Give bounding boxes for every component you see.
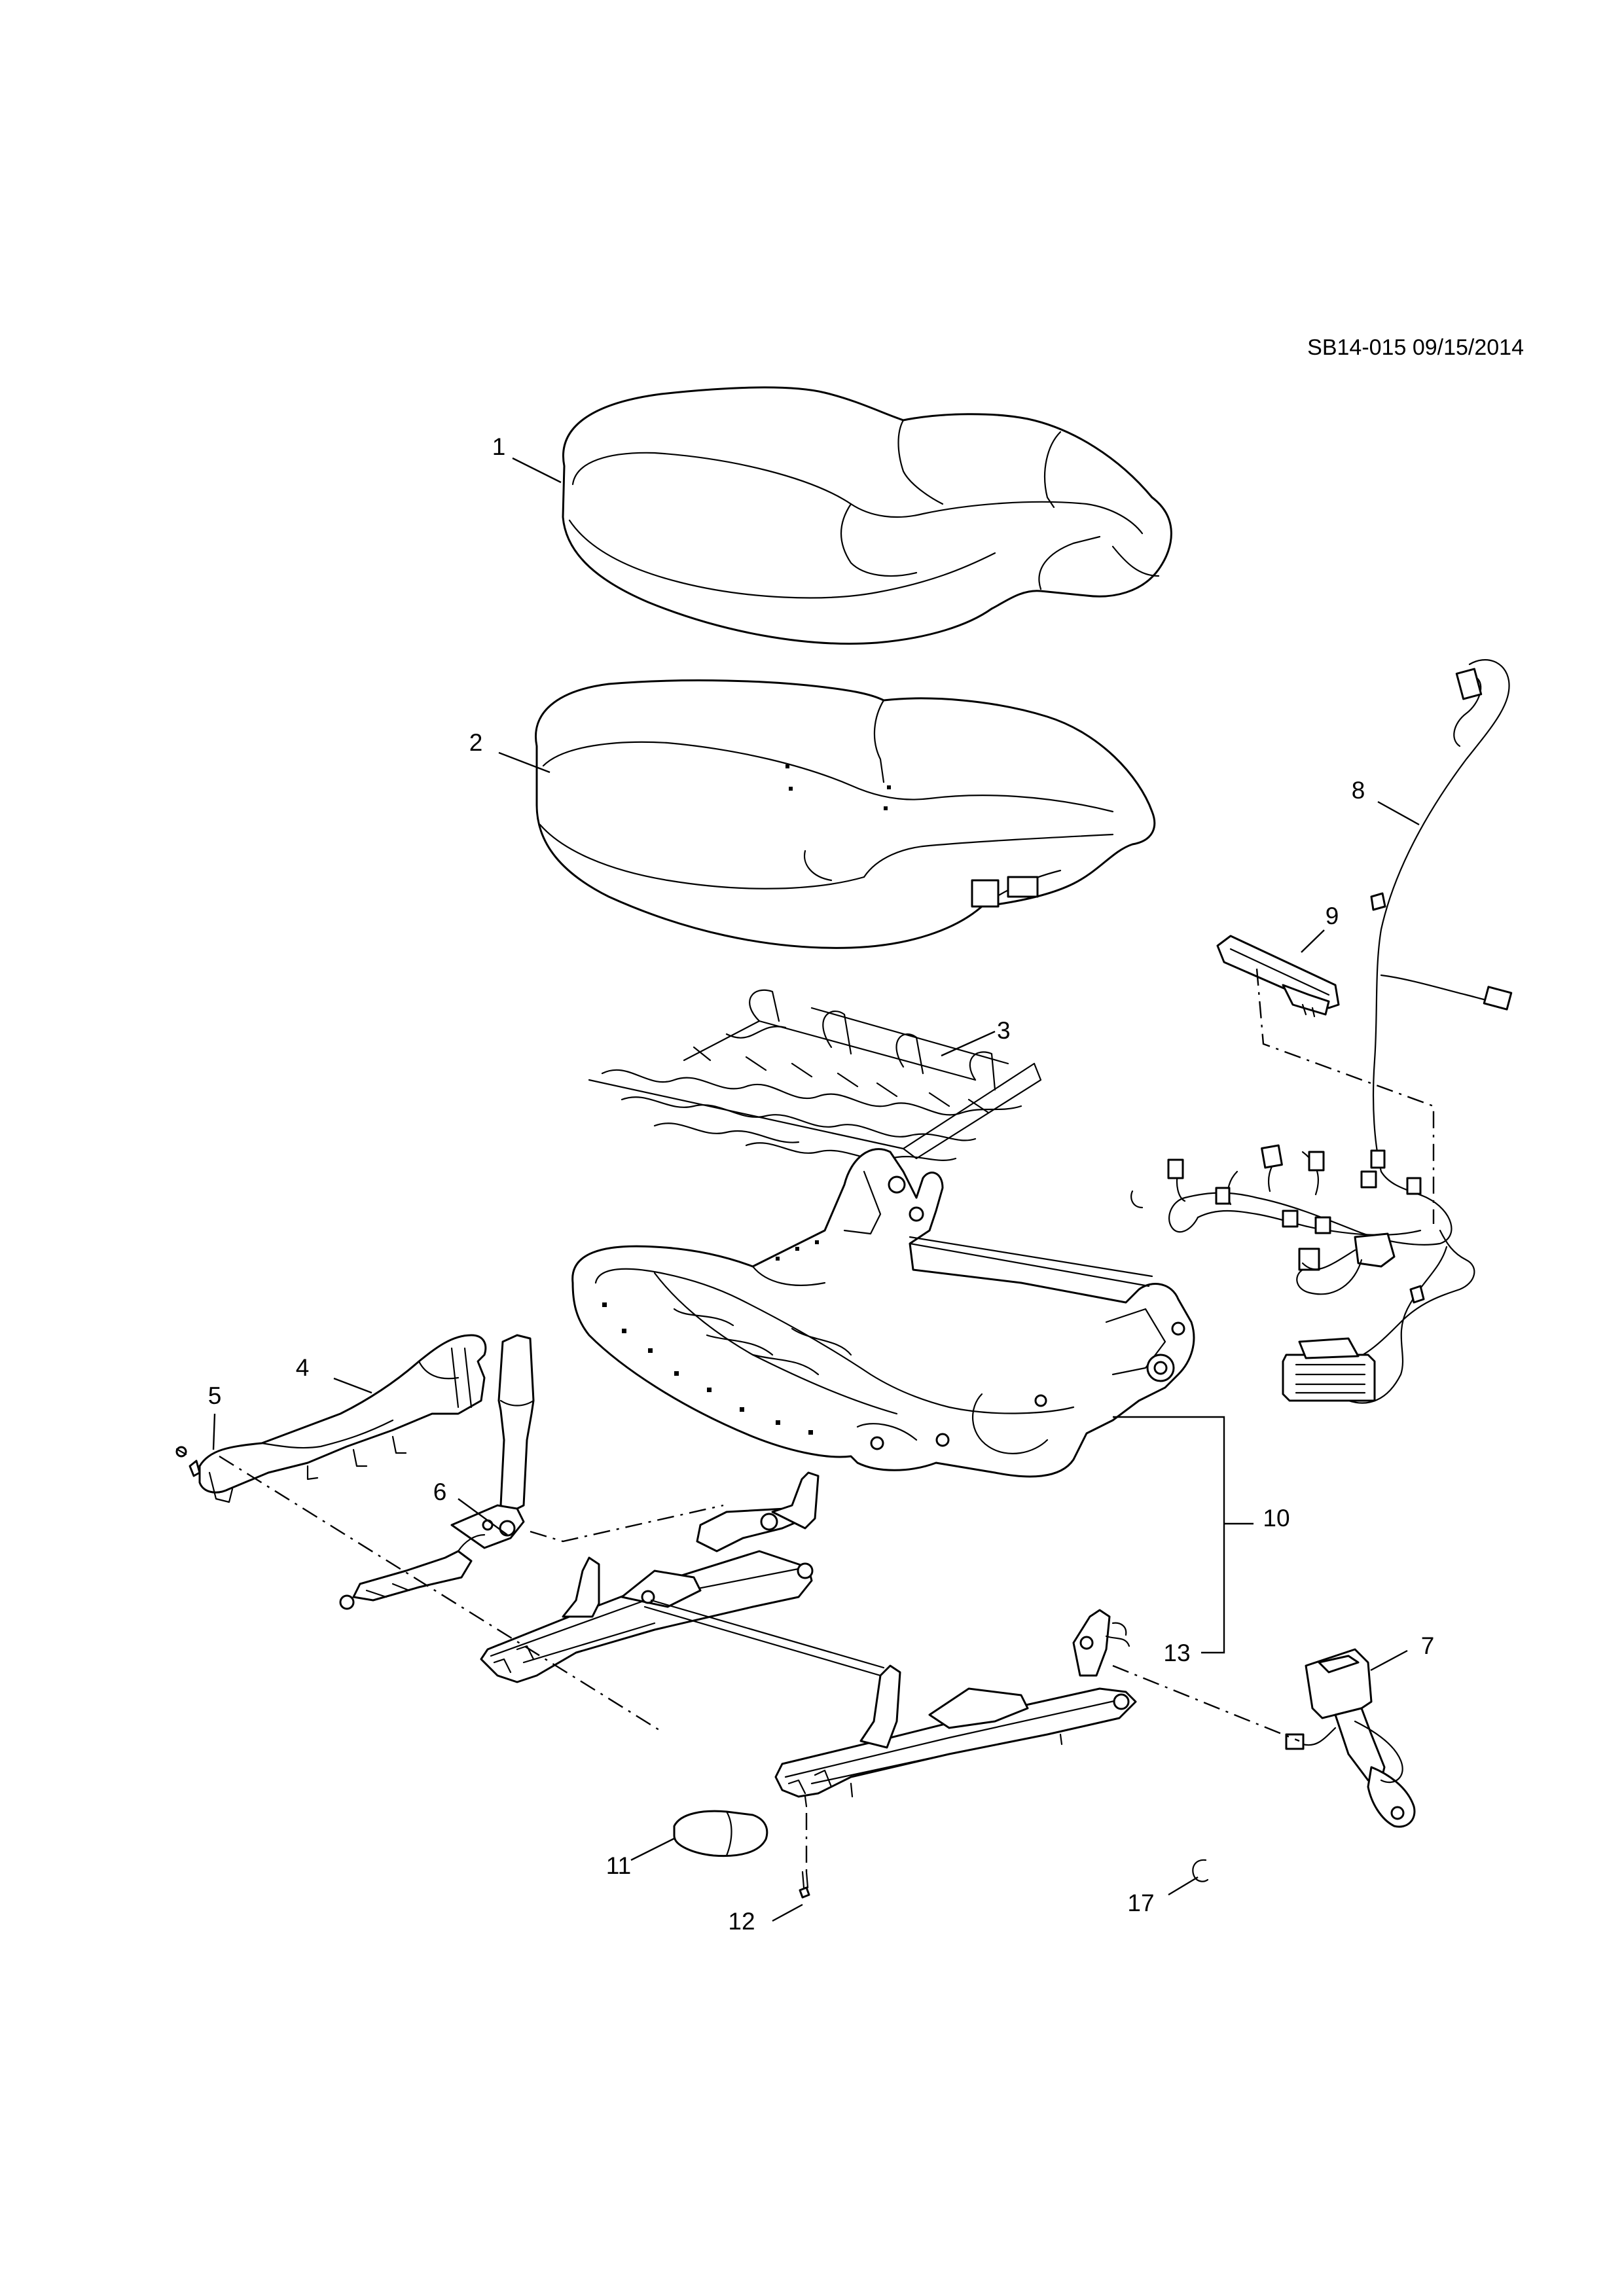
callout-7: 7 [1421,1632,1435,1659]
part-5-bolt [175,1446,187,1458]
callout-2: 2 [469,729,483,756]
doc-reference: SB14-015 09/15/2014 [1307,335,1524,360]
part-11-cover-cap [673,1810,768,1857]
callout-5: 5 [208,1382,222,1409]
part-12-screw [799,1871,810,1899]
callout-11: 11 [606,1852,631,1879]
part-2-cushion-pad [535,679,1156,949]
callout-8: 8 [1352,777,1365,804]
part-7-belt-buckle [1285,1648,1416,1828]
leader-lines [212,457,1420,1922]
part-1-cushion-cover [562,386,1172,645]
callout-labels: 1 2 3 4 5 6 7 8 9 10 13 11 12 17 [208,433,1435,1935]
callout-3: 3 [997,1017,1011,1044]
part-8-wiring-harness [1130,659,1513,1404]
part-13-seat-track [480,1471,1137,1808]
part-17-clip [1192,1859,1209,1882]
callout-13: 13 [1163,1640,1190,1666]
callout-9: 9 [1326,903,1339,929]
callout-17: 17 [1127,1890,1154,1916]
callout-12: 12 [728,1908,755,1935]
callout-6: 6 [433,1479,447,1505]
part-10-seat-frame [571,1148,1195,1478]
part-9-sensor-module [1216,935,1340,1018]
part-3-spring-mat [588,989,1042,1161]
callout-4: 4 [296,1354,310,1381]
part-4-trim-panel [189,1334,487,1503]
callout-10: 10 [1263,1505,1290,1532]
callout-1: 1 [492,433,506,460]
assembly-dashed-lines [219,968,1435,1872]
